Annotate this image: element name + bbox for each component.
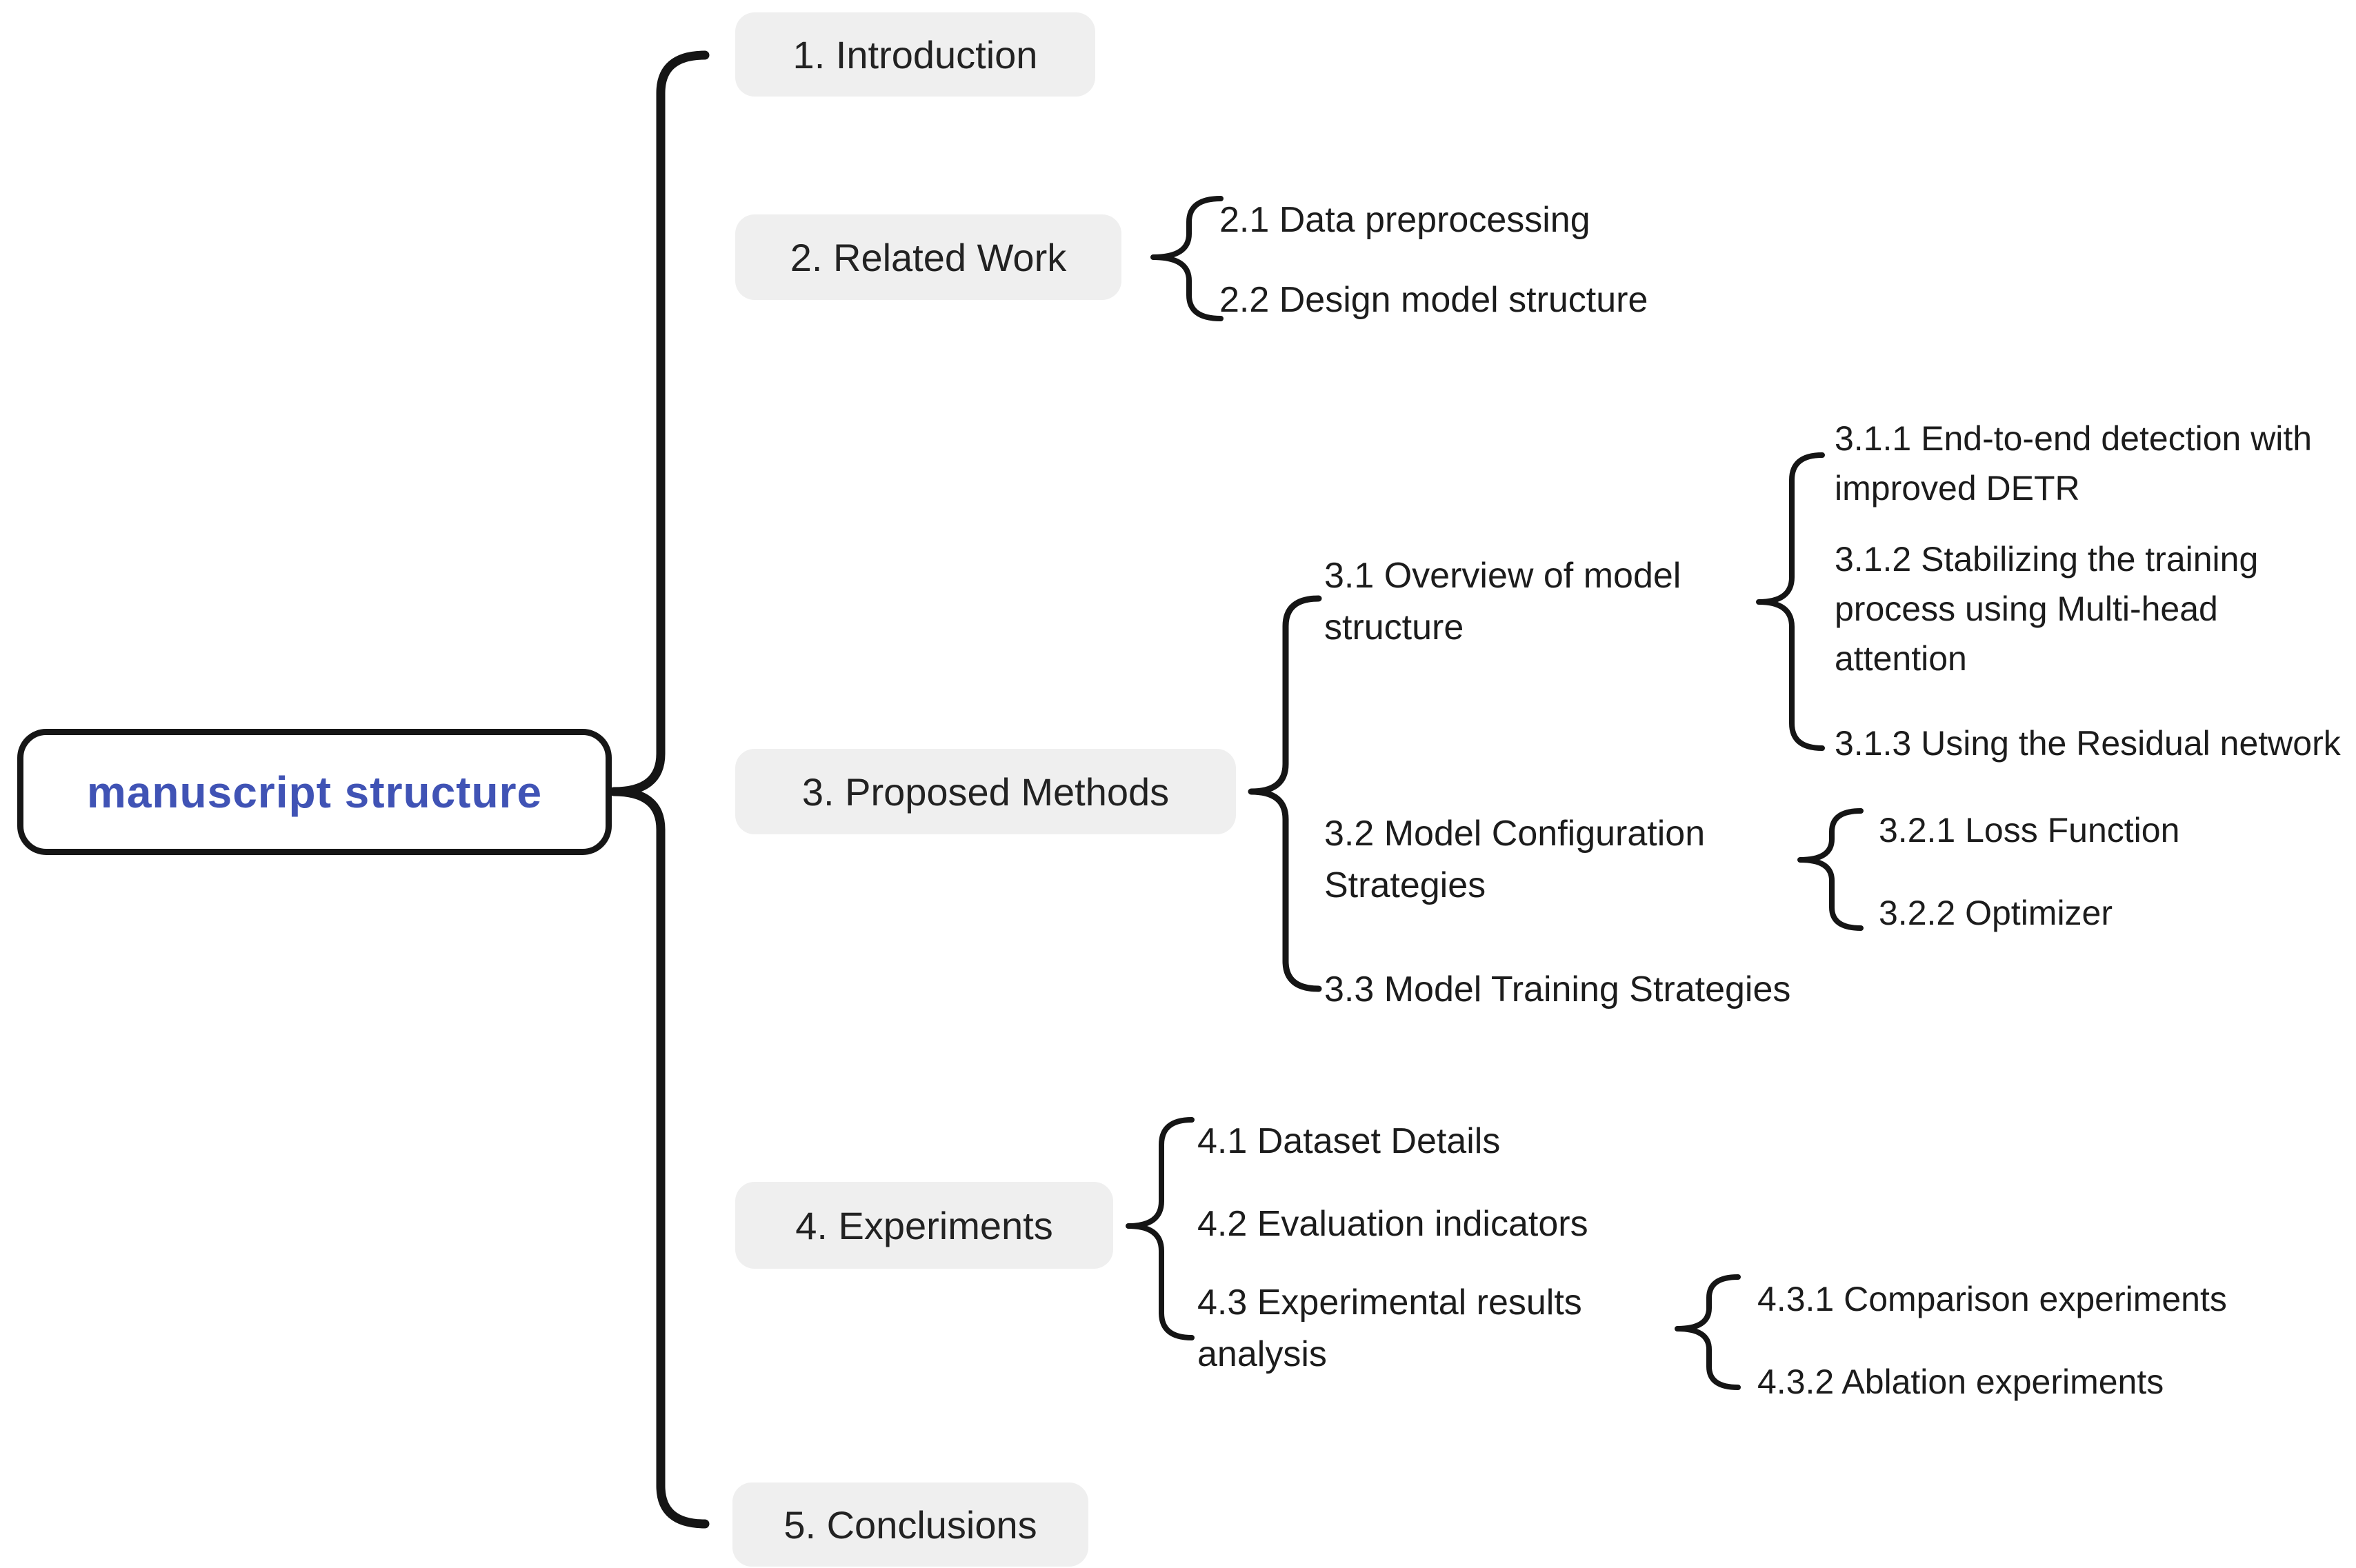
node-2-2: 2.2 Design model structure [1219, 280, 1648, 320]
section-node-experiments: 4. Experiments [735, 1182, 1113, 1269]
section-label: 3. Proposed Methods [801, 770, 1170, 814]
node-3-1-1: 3.1.1 End-to-end detection with improved… [1835, 419, 2313, 507]
section-label: 1. Introduction [792, 32, 1038, 77]
section-node-conclusions: 5. Conclusions [732, 1482, 1088, 1567]
node-3-2: 3.2 Model Configuration Strategies [1324, 814, 1706, 905]
node-4-2: 4.2 Evaluation indicators [1197, 1204, 1588, 1244]
brace-3-1 [1756, 452, 1825, 751]
brace-3-2 [1797, 808, 1864, 931]
node-4-3-1: 4.3.1 Comparison experiments [1757, 1280, 2227, 1318]
root-label: manuscript structure [86, 767, 543, 817]
node-4-3-2: 4.3.2 Ablation experiments [1757, 1363, 2164, 1401]
section-node-introduction: 1. Introduction [735, 12, 1095, 97]
section-label: 4. Experiments [795, 1203, 1053, 1247]
node-3-1: 3.1 Overview of model structure [1324, 556, 1681, 647]
brace-related-work [1150, 196, 1224, 321]
brace-proposed-methods [1248, 595, 1322, 992]
brace-4-3 [1675, 1274, 1741, 1390]
node-4-3: 4.3 Experimental results analysis [1197, 1283, 1582, 1374]
section-node-proposed-methods: 3. Proposed Methods [735, 749, 1236, 834]
node-4-1: 4.1 Dataset Details [1197, 1121, 1501, 1161]
section-label: 5. Conclusions [783, 1502, 1037, 1547]
node-3-2-1: 3.2.1 Loss Function [1879, 811, 2180, 850]
brace-main [609, 50, 710, 1529]
node-2-1: 2.1 Data preprocessing [1219, 200, 1590, 240]
section-node-related-work: 2. Related Work [735, 214, 1121, 300]
node-3-2-2: 3.2.2 Optimizer [1879, 894, 2113, 932]
node-3-1-3: 3.1.3 Using the Residual network [1835, 724, 2341, 763]
node-3-1-2: 3.1.2 Stabilizing the training process u… [1835, 540, 2259, 678]
root-node: manuscript structure [17, 729, 612, 855]
section-label: 2. Related Work [790, 235, 1067, 279]
node-3-3: 3.3 Model Training Strategies [1324, 969, 1791, 1009]
brace-experiments [1126, 1117, 1195, 1340]
